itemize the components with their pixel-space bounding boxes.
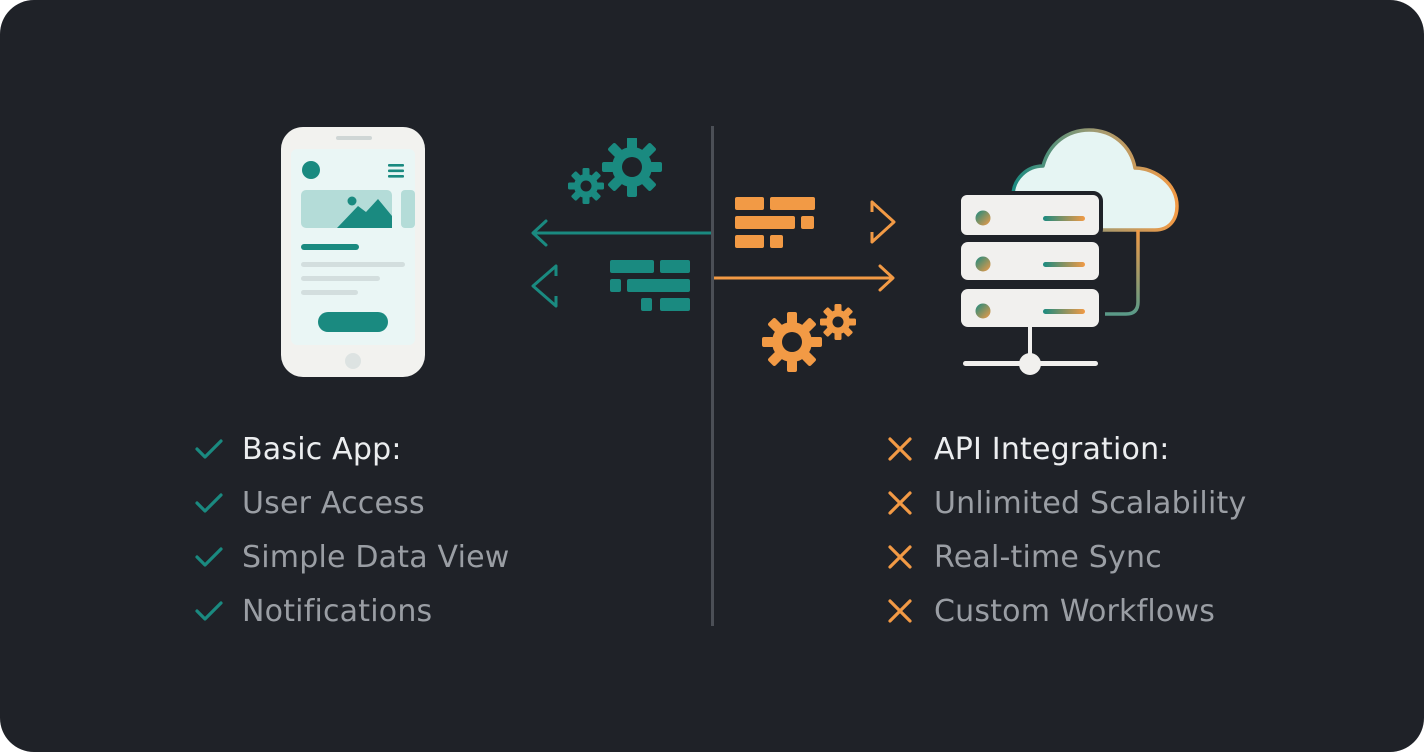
check-icon (194, 545, 242, 569)
check-icon (194, 437, 242, 461)
list-item: Notifications (194, 584, 510, 638)
server-cloud-illustration (955, 124, 1190, 380)
check-icon (194, 491, 242, 515)
list-item: User Access (194, 476, 510, 530)
list-item: Unlimited Scalability (886, 476, 1246, 530)
list-item: API Integration: (886, 422, 1246, 476)
arrow-right-icon (714, 263, 898, 293)
data-blocks-icon (734, 196, 816, 250)
list-item-label: Notifications (242, 593, 433, 629)
phone-illustration (280, 126, 426, 378)
list-item: Real-time Sync (886, 530, 1246, 584)
list-item-label: Unlimited Scalability (934, 485, 1247, 521)
check-icon (194, 599, 242, 623)
list-item: Simple Data View (194, 530, 510, 584)
list-item-label: User Access (242, 485, 425, 521)
cross-icon (886, 435, 934, 463)
list-heading: API Integration: (934, 431, 1170, 467)
basic-app-features-list: Basic App: User Access Simple Data View … (194, 422, 510, 638)
list-item: Custom Workflows (886, 584, 1246, 638)
double-arrow-right-icon (828, 198, 898, 246)
data-blocks-icon (609, 259, 691, 313)
cross-icon (886, 597, 934, 625)
list-item-label: Real-time Sync (934, 539, 1162, 575)
double-arrow-left-icon (528, 262, 608, 312)
divider (711, 126, 714, 626)
cross-icon (886, 489, 934, 517)
gears-icon (762, 302, 862, 374)
api-integration-features-list: API Integration: Unlimited Scalability R… (886, 422, 1246, 638)
gears-icon (566, 138, 666, 208)
list-item-label: Simple Data View (242, 539, 510, 575)
list-item-label: Custom Workflows (934, 593, 1216, 629)
cross-icon (886, 543, 934, 571)
arrow-left-icon (528, 218, 712, 248)
list-heading: Basic App: (242, 431, 402, 467)
list-item: Basic App: (194, 422, 510, 476)
